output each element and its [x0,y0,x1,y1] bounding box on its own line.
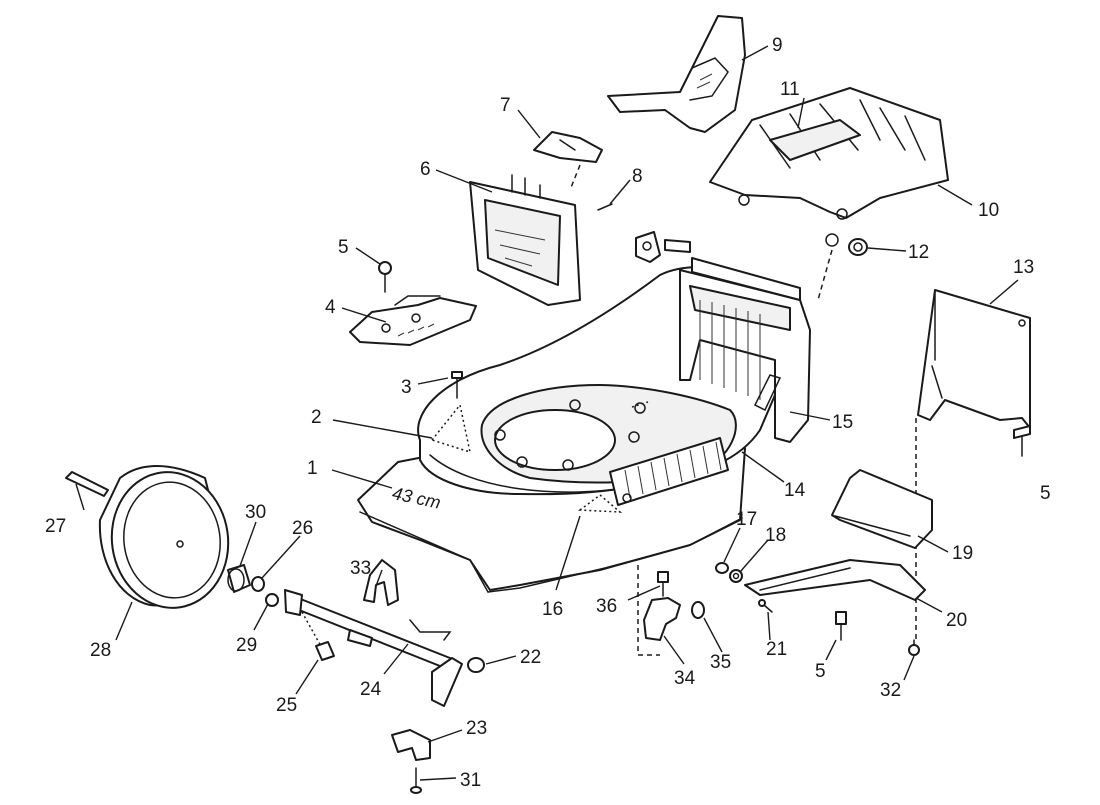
callout-5-right: 5 [1040,483,1051,504]
nut-22 [467,657,485,673]
mower-deck: 43 cm [357,231,811,593]
bearing-30 [227,564,251,593]
upper-handle [607,15,746,133]
side-flap [915,289,1031,640]
screw-5-upper [378,261,392,293]
callout-11: 11 [780,79,800,100]
pin-8 [597,203,613,211]
callout-28: 28 [90,640,111,661]
washer-26 [251,576,265,592]
callout-26: 26 [292,518,313,539]
clip-33 [363,559,399,606]
callout-32: 32 [880,680,901,701]
callout-13: 13 [1013,257,1034,278]
callout-22: 22 [520,647,541,668]
callout-4: 4 [325,297,336,318]
callout-numbers: 1 2 3 4 5 6 7 8 9 10 11 12 13 14 15 16 1… [45,35,1051,791]
callout-8: 8 [632,166,643,187]
callout-1: 1 [307,458,318,479]
screw-21 [758,599,773,613]
rear-wheel [98,465,230,609]
callout-10: 10 [978,200,999,221]
nut-25 [315,641,335,661]
callout-21: 21 [766,639,787,660]
callout-18: 18 [765,525,786,546]
callout-19: 19 [952,543,973,564]
screw-31 [410,767,422,794]
washer-18 [729,569,743,583]
callout-15: 15 [832,412,853,433]
screw-32 [908,639,920,656]
callout-17: 17 [736,509,757,530]
clip-35 [691,601,705,619]
callout-2: 2 [311,407,322,428]
callout-30: 30 [245,502,266,523]
callout-9: 9 [772,35,783,56]
axle-bolt [65,471,109,497]
washer-17 [715,562,729,574]
callout-35: 35 [710,652,731,673]
deflector-plate [831,469,933,549]
screw-5-right [1013,425,1031,457]
chute-latch [533,131,603,191]
callout-5-upper: 5 [338,237,349,258]
height-adjust-axle [284,589,463,707]
lower-guard-bracket [744,559,926,601]
callout-33: 33 [350,558,371,579]
callout-34: 34 [674,668,696,689]
callout-29: 29 [236,635,257,656]
screw-5-lower [835,611,847,641]
callout-5-lower: 5 [815,661,826,682]
callout-23: 23 [466,718,487,739]
callout-7: 7 [500,95,511,116]
bracket-plate [349,295,477,346]
callout-14: 14 [784,480,806,501]
callout-20: 20 [946,610,967,631]
callout-16: 16 [542,599,563,620]
washer-29 [265,593,279,607]
spring-pin [409,619,452,641]
rear-cover [709,87,949,220]
grass-chute-frame [469,174,581,306]
screw-3 [451,371,463,399]
leader-lines [75,45,1019,781]
callout-27: 27 [45,516,66,537]
screw-36 [657,571,669,597]
callout-12: 12 [908,242,929,263]
bracket-23 [391,729,431,761]
callout-31: 31 [460,770,481,791]
callout-36: 36 [596,596,617,617]
callout-3: 3 [401,377,412,398]
callout-25: 25 [276,695,297,716]
cap-nut [817,233,868,301]
callout-6: 6 [420,159,431,180]
deck-opening [494,409,616,471]
callout-24: 24 [360,679,382,700]
